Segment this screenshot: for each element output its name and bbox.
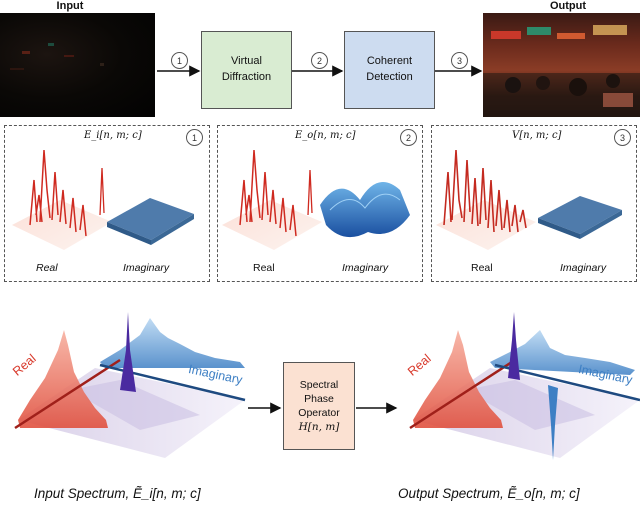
input-spectrum-caption: Input Spectrum, Ẽ_i[n, m; c] — [34, 486, 201, 501]
panel-v-badge: 3 — [614, 129, 631, 146]
panel-ei-imag-label: Imaginary — [123, 262, 170, 274]
operator-line1: Spectral — [299, 378, 339, 391]
panel-v-title: V[n, m; c] — [512, 130, 562, 141]
panel-ei-badge: 1 — [186, 129, 203, 146]
output-imag-axis — [494, 363, 640, 402]
panel-ei-real-plot — [12, 149, 112, 250]
panel-eo-title: E_o[n, m; c] — [295, 130, 356, 141]
output-label: Output — [549, 0, 587, 12]
input-photo — [0, 13, 155, 117]
output-photo-scene — [483, 25, 640, 117]
panel-eo-real-plot — [222, 149, 322, 250]
spectral-phase-operator-box: Spectral Phase Operator H[n, m] — [283, 362, 355, 450]
panel-v-real-plot — [436, 149, 536, 250]
panel-v-imag-label: Imaginary — [560, 262, 607, 274]
step-1-badge: 1 — [171, 52, 188, 69]
output-spectrum-caption: Output Spectrum, Ẽ_o[n, m; c] — [398, 486, 580, 501]
operator-line4: H[n, m] — [298, 421, 340, 434]
panel-v — [431, 125, 637, 282]
panel-ei-imag-plot — [107, 198, 194, 245]
coherent-detection-line1: Coherent — [366, 55, 413, 68]
panel-ei-title: E_i[n, m; c] — [84, 130, 142, 141]
operator-line3: Operator — [298, 407, 340, 419]
step-3-badge: 3 — [451, 52, 468, 69]
input-photo-lights — [10, 43, 104, 70]
output-spectrum-plot — [409, 312, 640, 460]
step-2-badge: 2 — [311, 52, 328, 69]
output-real-axis — [409, 358, 516, 430]
virtual-diffraction-line2: Diffraction — [221, 71, 272, 83]
panel-eo-imag-label: Imaginary — [342, 262, 389, 274]
panel-ei-real-label: Real — [36, 262, 58, 274]
panel-eo-real-label: Real — [253, 262, 275, 274]
virtual-diffraction-line1: Virtual — [231, 55, 262, 68]
output-photo — [483, 13, 640, 117]
panel-v-imag-plot — [538, 196, 622, 239]
panel-ei — [4, 125, 210, 282]
panel-eo-imag-plot — [320, 182, 410, 238]
panel-eo — [217, 125, 423, 282]
panel-v-real-label: Real — [471, 262, 493, 274]
panel-eo-badge: 2 — [400, 129, 417, 146]
input-real-axis — [14, 358, 121, 430]
input-label: Input — [56, 0, 84, 12]
coherent-detection-line2: Detection — [366, 71, 413, 83]
operator-line2: Phase — [304, 392, 334, 405]
input-spectrum-plot — [14, 312, 246, 458]
